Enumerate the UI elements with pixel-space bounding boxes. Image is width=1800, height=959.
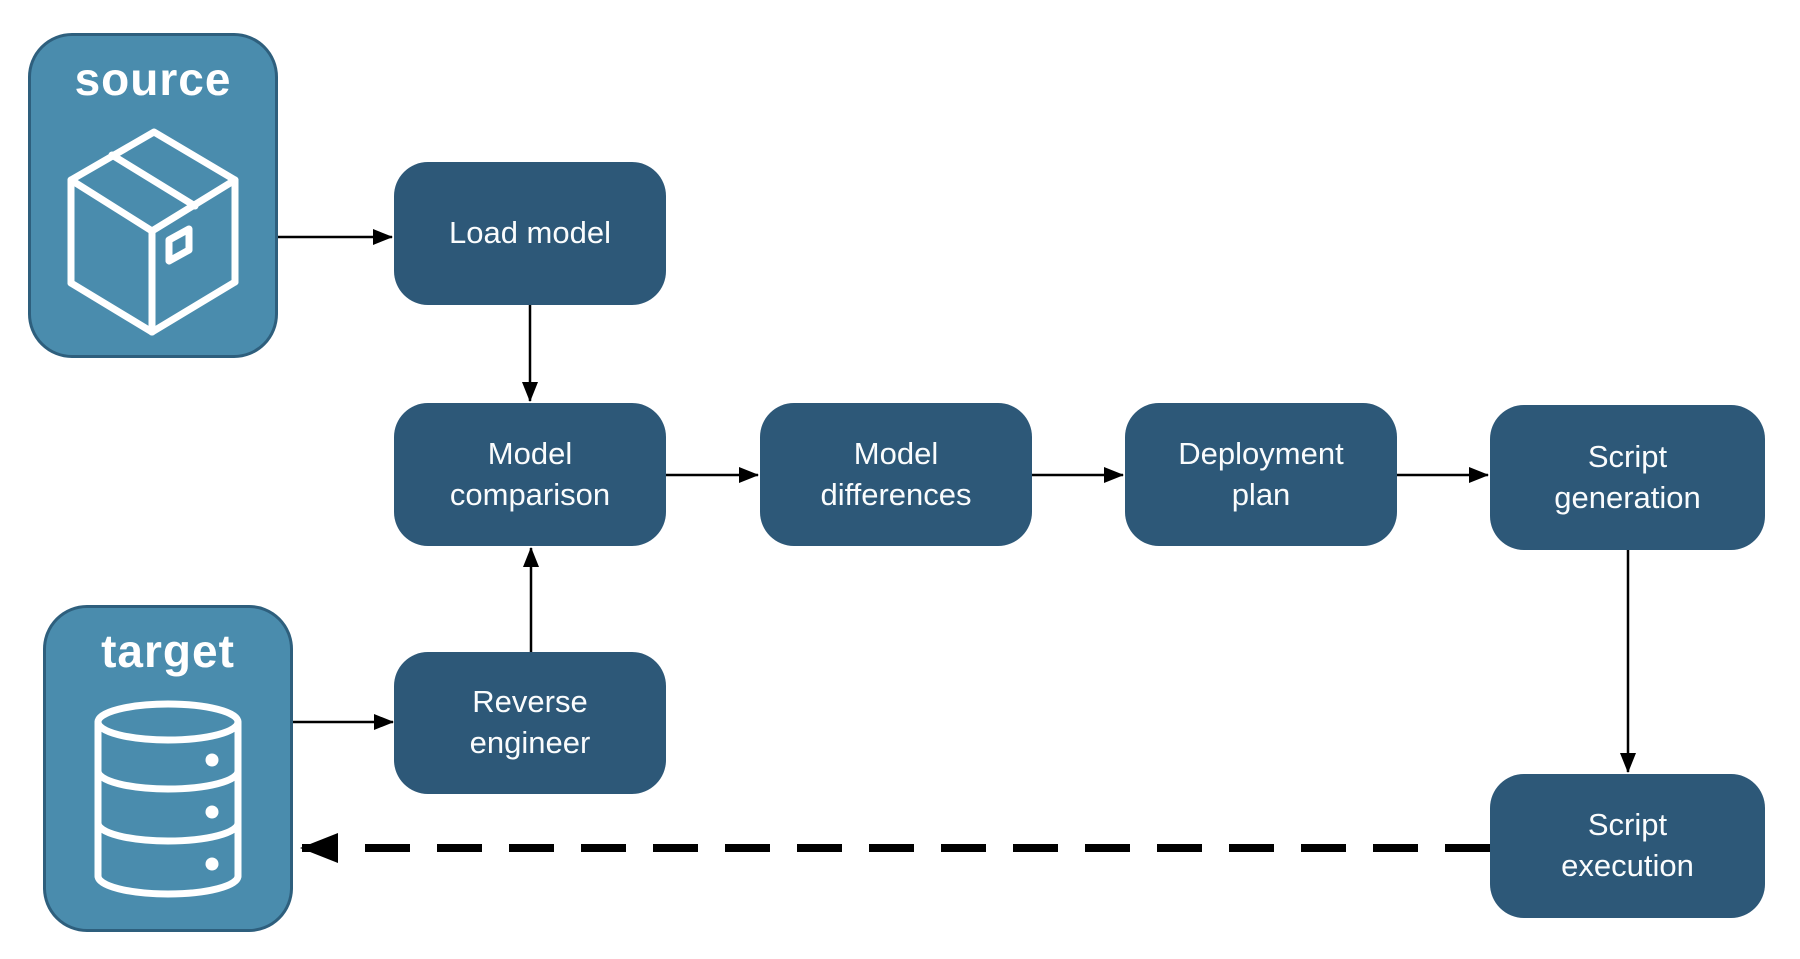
node-script-generation-label: Script generation — [1554, 438, 1701, 515]
target-label: target — [101, 625, 235, 677]
node-script-generation: Script generation — [1490, 405, 1765, 550]
package-icon — [67, 128, 239, 341]
node-model-comparison: Model comparison — [394, 403, 666, 546]
node-reverse-engineer-label: Reverse engineer — [469, 684, 591, 760]
endpoint-target: target — [43, 605, 293, 932]
node-script-execution-label: Script execution — [1561, 807, 1694, 883]
source-label: source — [74, 53, 232, 105]
node-model-comparison-label: Model comparison — [449, 435, 611, 512]
node-reverse-engineer: Reverse engineer — [394, 652, 666, 794]
node-load-model: Load model — [394, 162, 666, 305]
node-model-differences-label: Model differences — [820, 435, 972, 512]
node-model-differences: Model differences — [760, 403, 1032, 546]
node-load-model-label: Load model — [448, 215, 611, 251]
database-icon — [92, 700, 244, 903]
node-deployment-plan: Deployment plan — [1125, 403, 1397, 546]
node-script-execution: Script execution — [1490, 774, 1765, 918]
endpoint-source: source — [28, 33, 278, 358]
node-deployment-plan-label: Deployment plan — [1178, 435, 1344, 512]
